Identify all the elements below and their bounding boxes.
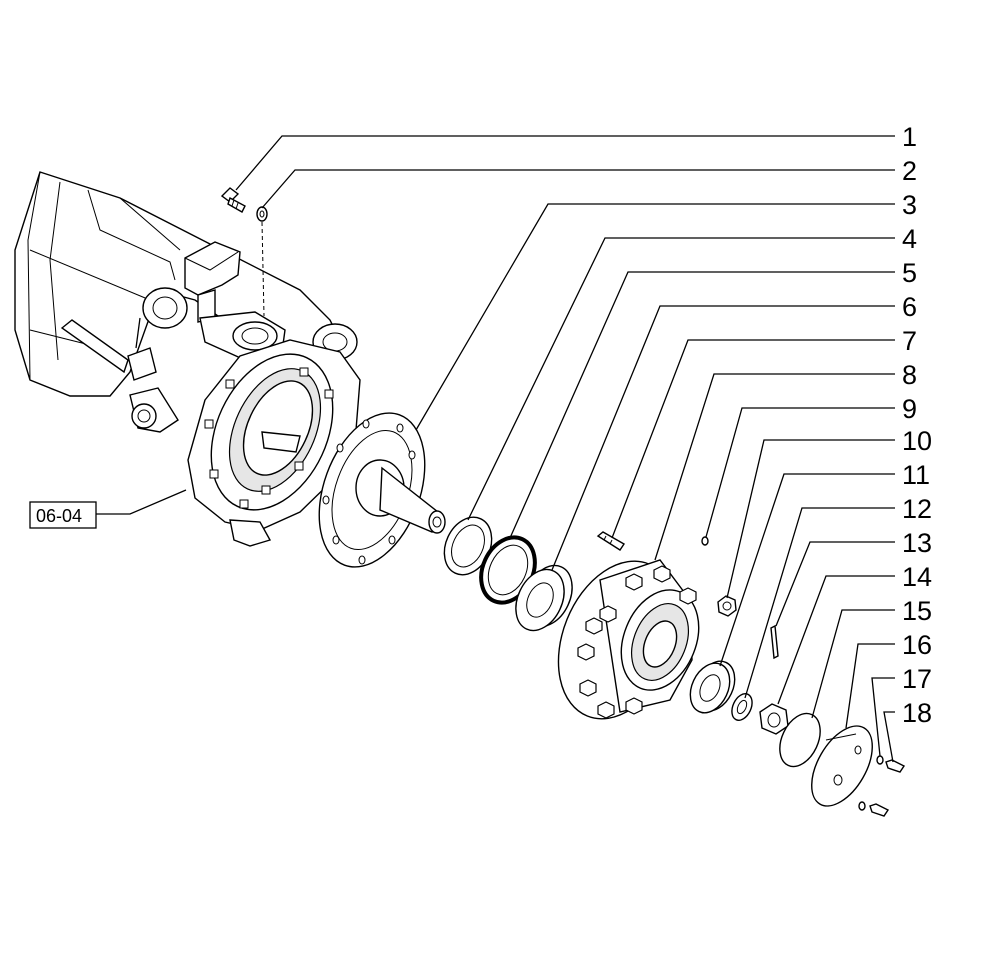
callout-18: 18 — [902, 698, 932, 728]
callout-9: 9 — [902, 394, 917, 424]
spindle-part — [318, 412, 446, 568]
hub-cap-part — [811, 725, 873, 807]
callout-12: 12 — [902, 494, 932, 524]
callout-5: 5 — [902, 258, 917, 288]
callout-3: 3 — [902, 190, 917, 220]
callout-16: 16 — [902, 630, 932, 660]
swivel-housing — [187, 339, 361, 547]
thrust-washer-part — [731, 693, 753, 721]
wheel-stud-part — [596, 531, 625, 551]
o-ring-part — [779, 712, 821, 768]
inner-bearing-part — [515, 564, 573, 632]
castle-nut-part — [759, 703, 789, 735]
cross-reference-box[interactable]: 06-04 — [29, 501, 97, 529]
callout-8: 8 — [902, 360, 917, 390]
callout-13: 13 — [902, 528, 932, 558]
callout-10: 10 — [902, 426, 932, 456]
cotter-pin-part — [770, 624, 779, 660]
outer-bearing-part — [689, 660, 736, 714]
callout-1: 1 — [902, 122, 917, 152]
callout-numbers: 1 2 3 4 5 6 7 8 9 10 11 12 13 14 15 16 1… — [902, 122, 932, 728]
grease-fitting-part — [701, 536, 709, 546]
callout-6: 6 — [902, 292, 917, 322]
callout-7: 7 — [902, 326, 917, 356]
callout-14: 14 — [902, 562, 932, 592]
cross-reference-label: 06-04 — [36, 506, 82, 526]
callout-11: 11 — [902, 460, 930, 490]
cap-screw-part — [869, 759, 906, 817]
bolt-part — [220, 187, 246, 213]
leader-lines — [96, 135, 895, 763]
hub-nut-part — [717, 595, 737, 617]
callout-15: 15 — [902, 596, 932, 626]
cap-washer-part — [858, 755, 884, 811]
callout-2: 2 — [902, 156, 917, 186]
callout-17: 17 — [902, 664, 932, 694]
callout-4: 4 — [902, 224, 917, 254]
washer-part — [256, 206, 268, 317]
wheel-hub-part — [557, 559, 700, 720]
